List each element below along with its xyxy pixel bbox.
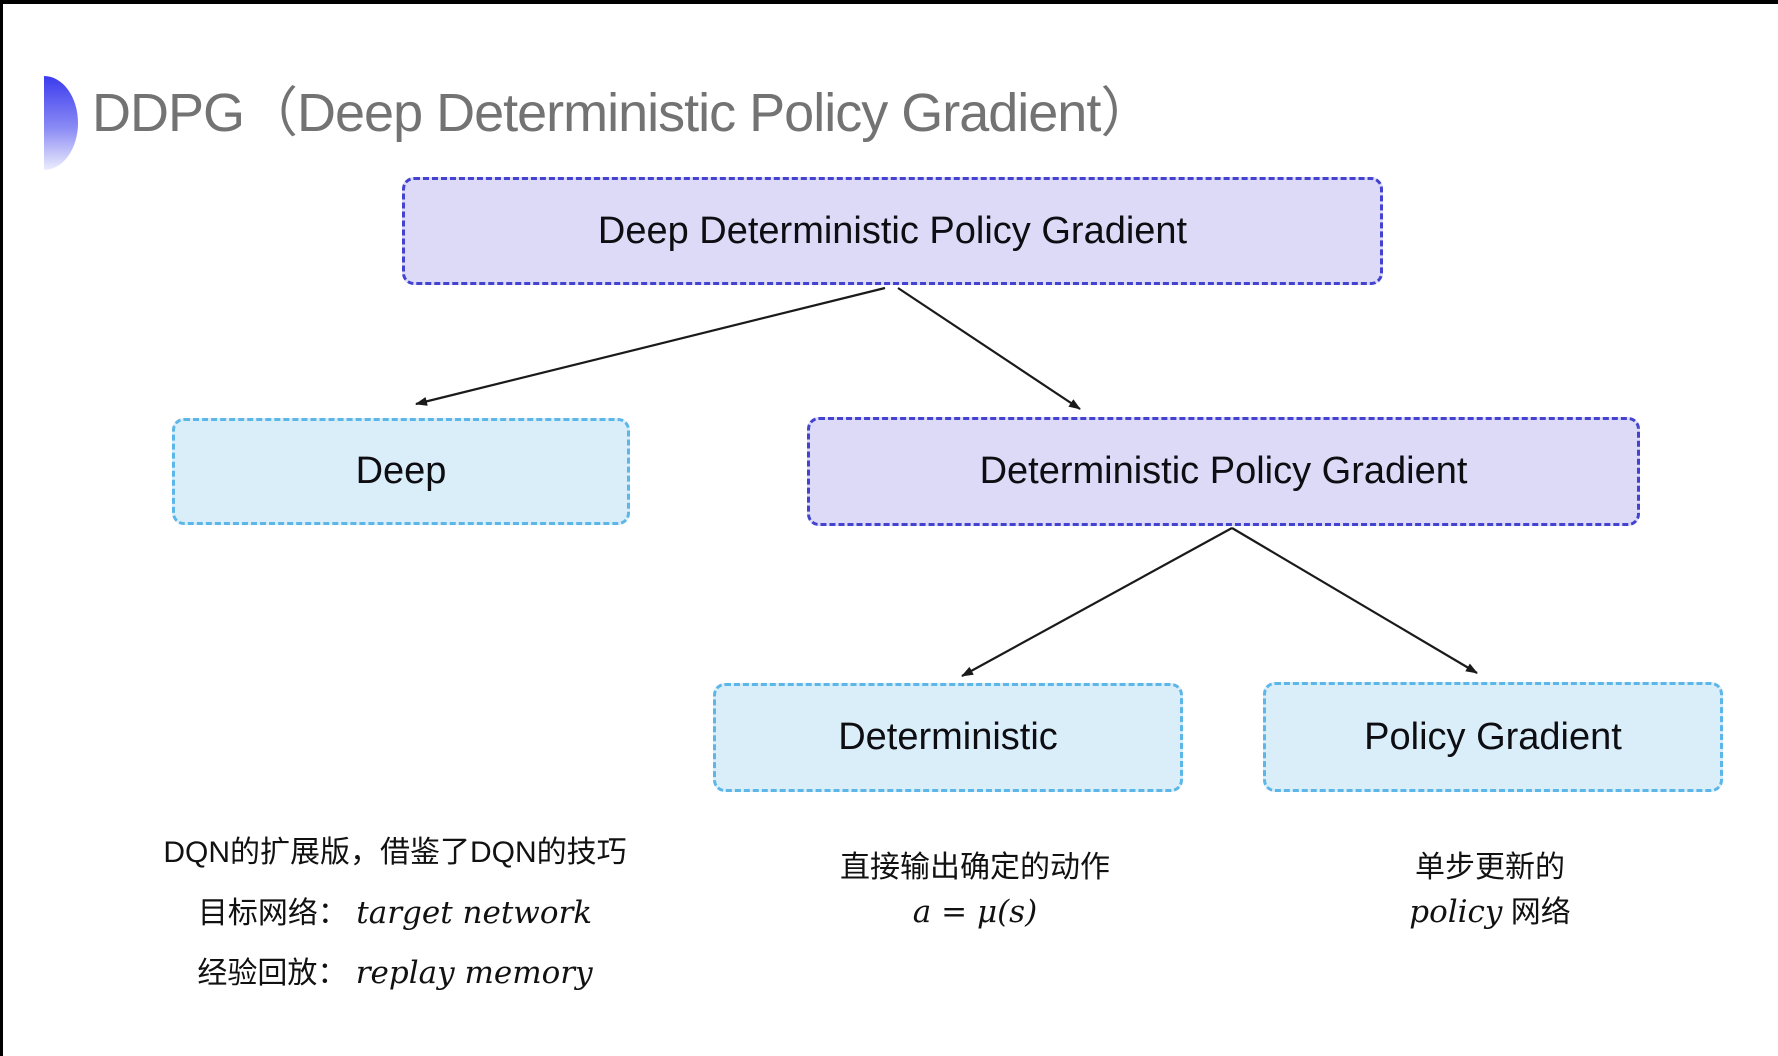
- node-deterministic: Deterministic: [713, 683, 1183, 792]
- node-deep: Deep: [172, 418, 630, 525]
- arrow-root-to-deep: [415, 286, 886, 406]
- arrow-root-to-dpg: [897, 287, 1081, 410]
- page-title: DDPG（Deep Deterministic Policy Gradient）: [92, 83, 1154, 143]
- note-deep-line3-term: replay memory: [355, 955, 593, 991]
- node-policy-gradient: Policy Gradient: [1263, 682, 1723, 792]
- note-deep-line3: 经验回放： replay memory: [95, 943, 695, 1003]
- note-deep-line1: DQN的扩展版，借鉴了DQN的技巧: [163, 836, 627, 869]
- note-policy-gradient-line2: policy 网络: [1195, 890, 1778, 935]
- note-policy-gradient-suffix: 网络: [1502, 896, 1571, 929]
- node-deterministic-label: Deterministic: [838, 716, 1058, 758]
- note-deterministic-formula: a = μ(s): [912, 894, 1038, 930]
- arrow-dpg-to-deterministic: [961, 527, 1233, 677]
- title-bullet-icon: [44, 76, 78, 170]
- screen-border-left: [0, 0, 3, 1056]
- note-deep: DQN的扩展版，借鉴了DQN的技巧 目标网络： target network 经…: [95, 823, 695, 1003]
- note-policy-gradient-term: policy: [1409, 894, 1503, 930]
- note-policy-gradient-line1: 单步更新的: [1415, 851, 1565, 884]
- node-dpg-label: Deterministic Policy Gradient: [979, 450, 1468, 492]
- note-deep-line3-label: 经验回放：: [197, 957, 348, 990]
- note-deterministic: 直接输出确定的动作 a = μ(s): [680, 845, 1270, 935]
- arrow-dpg-to-policy-gradient: [1231, 527, 1478, 674]
- note-deep-line2-label: 目标网络：: [197, 897, 348, 930]
- node-deterministic-policy-gradient: Deterministic Policy Gradient: [807, 417, 1640, 526]
- note-deterministic-line1: 直接输出确定的动作: [840, 851, 1110, 884]
- node-deep-label: Deep: [355, 450, 447, 492]
- screen-border-top: [0, 0, 1778, 4]
- note-deep-line2-term: target network: [356, 895, 593, 931]
- node-policy-gradient-label: Policy Gradient: [1364, 715, 1622, 758]
- node-root-label: Deep Deterministic Policy Gradient: [597, 209, 1188, 252]
- node-deep-deterministic-policy-gradient-root: Deep Deterministic Policy Gradient: [402, 177, 1383, 285]
- note-policy-gradient: 单步更新的 policy 网络: [1195, 845, 1778, 935]
- note-deep-line2: 目标网络： target network: [95, 883, 695, 943]
